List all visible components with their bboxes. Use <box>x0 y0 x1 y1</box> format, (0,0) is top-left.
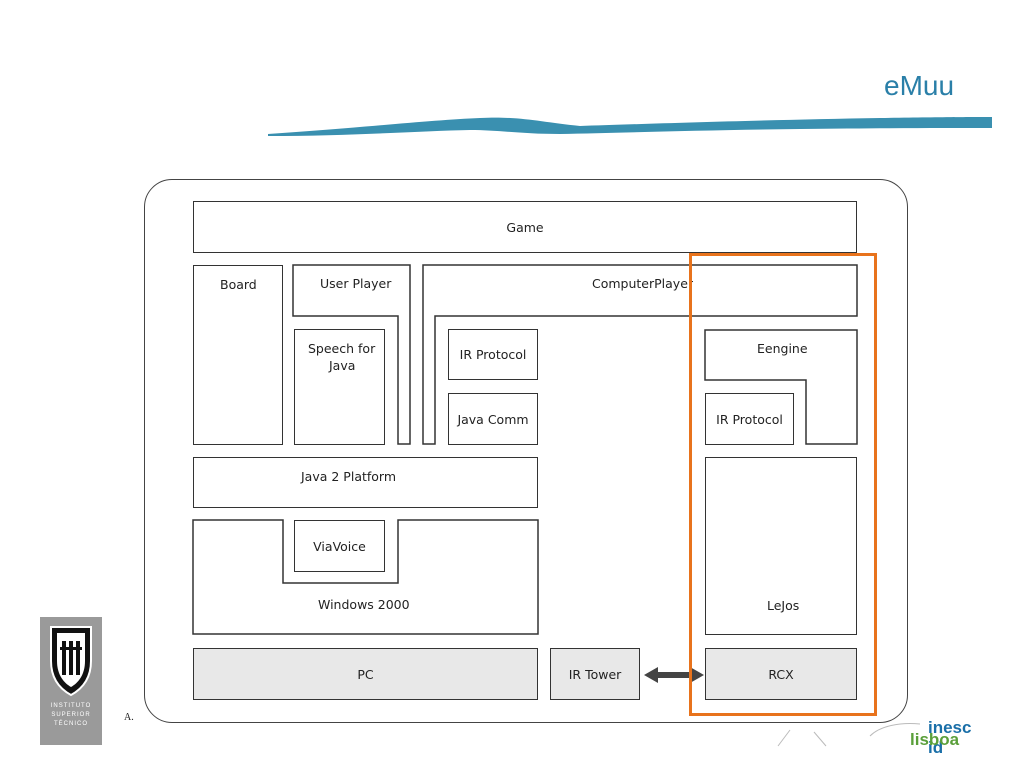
eengine-label: Eengine <box>757 341 808 356</box>
windows2000-shape <box>192 519 539 635</box>
viavoice-box: ViaVoice <box>294 520 385 572</box>
lejos-label: LeJos <box>767 598 800 613</box>
decorative-swoosh <box>268 117 992 136</box>
inesc-top-text: inesc id <box>928 718 972 757</box>
ir-tower-box: IR Tower <box>550 648 640 700</box>
ir-tower-label: IR Tower <box>568 666 622 682</box>
java-comm-label: Java Comm <box>457 411 529 427</box>
ir-protocol-left-box: IR Protocol <box>448 329 538 380</box>
game-label: Game <box>506 219 544 235</box>
computer-player-shape <box>422 264 858 445</box>
computer-player-label: ComputerPlayer <box>592 276 694 291</box>
lejos-box: LeJos <box>705 457 857 635</box>
diagram-frame <box>144 179 908 723</box>
board-label: Board <box>220 277 257 292</box>
rcx-label: RCX <box>768 666 794 682</box>
pc-box: PC <box>193 648 538 700</box>
ist-line3: TÉCNICO <box>54 721 88 727</box>
board-box: Board <box>193 265 283 445</box>
user-player-label: User Player <box>320 276 392 291</box>
viavoice-label: ViaVoice <box>313 538 366 554</box>
game-box: Game <box>193 201 857 253</box>
java2-platform-box: Java 2 Platform <box>193 457 538 508</box>
ist-shield-icon <box>50 626 92 697</box>
ist-logo: INSTITUTO SUPERIOR TÉCNICO <box>40 617 102 745</box>
pc-label: PC <box>357 666 374 682</box>
user-player-shape <box>292 264 411 445</box>
bidirectional-arrow-icon <box>644 667 704 683</box>
windows2000-label: Windows 2000 <box>318 597 410 612</box>
ir-protocol-right-label: IR Protocol <box>716 411 783 427</box>
inesc-decoration-icon <box>777 723 921 747</box>
java-comm-box: Java Comm <box>448 393 538 445</box>
swoosh-shape <box>268 117 992 136</box>
ist-line2: SUPERIOR <box>51 712 91 718</box>
speech-for-java-box: Speech for Java <box>294 329 385 445</box>
ir-protocol-right-box: IR Protocol <box>705 393 794 445</box>
java2-platform-label: Java 2 Platform <box>301 469 397 484</box>
speech-for-java-line2: Java <box>329 358 356 373</box>
rcx-box: RCX <box>705 648 857 700</box>
speech-for-java-line1: Speech for <box>308 341 376 356</box>
eengine-shape <box>704 329 858 445</box>
lejos-highlight-rect <box>689 253 877 716</box>
inesc-bottom-text: lisboa <box>910 730 960 749</box>
ist-line1: INSTITUTO <box>50 703 92 709</box>
footnote-marker: A. <box>124 712 134 723</box>
slide-title: eMuu <box>884 70 955 101</box>
ir-protocol-left-label: IR Protocol <box>459 347 527 362</box>
